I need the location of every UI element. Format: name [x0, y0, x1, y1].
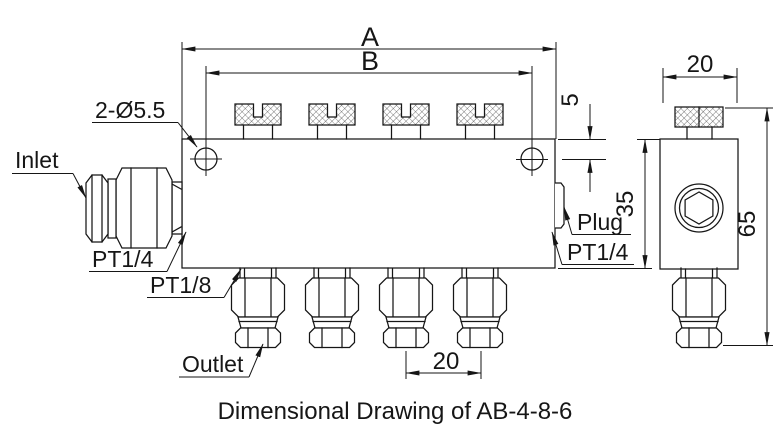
callout-plug: Plug — [563, 206, 631, 235]
knurled-cap-4 — [456, 103, 504, 140]
dimension-b: B — [205, 46, 533, 76]
side-body — [659, 138, 739, 270]
inlet-fitting — [85, 167, 183, 249]
side-view — [659, 106, 739, 349]
plug-label: Plug — [577, 209, 623, 235]
callout-plug-thread: PT1/4 — [551, 231, 634, 265]
dim-20-top-label: 20 — [687, 51, 714, 78]
knurled-cap-3 — [382, 103, 430, 140]
callout-outlet-thread: PT1/8 — [147, 268, 242, 298]
manifold-body — [181, 138, 556, 269]
plug-thread-label: PT1/4 — [567, 239, 629, 265]
outlet-fitting-1 — [230, 267, 286, 349]
mounting-hole-right — [516, 66, 548, 176]
dimension-65: 65 — [723, 107, 773, 347]
callout-outlet: Outlet — [179, 343, 264, 378]
dim-35-label: 35 — [612, 191, 639, 218]
knurled-cap-1 — [234, 103, 282, 140]
dim-20-bottom-label: 20 — [433, 348, 460, 375]
dimension-a: A — [181, 22, 557, 139]
outlet-label: Outlet — [182, 351, 244, 377]
plug-boss — [555, 182, 565, 229]
inlet-label: Inlet — [15, 147, 59, 173]
dimension-5: 5 — [557, 93, 606, 192]
hex-socket-plug — [674, 183, 724, 233]
dim-a-label: A — [361, 22, 379, 52]
hole-callout-label: 2-Ø5.5 — [95, 97, 165, 123]
callout-inlet: Inlet — [12, 147, 87, 199]
dimension-35: 35 — [558, 138, 660, 270]
dimension-20-top: 20 — [662, 51, 738, 103]
mounting-hole-left — [190, 66, 222, 176]
outlet-fitting-3 — [378, 267, 434, 349]
outlet-fitting-2 — [304, 267, 360, 349]
callout-inlet-thread: PT1/4 — [89, 231, 187, 272]
dim-b-label: B — [361, 46, 379, 76]
inlet-thread-label: PT1/4 — [92, 246, 154, 272]
dim-5-label: 5 — [557, 93, 584, 106]
side-knurled-cap — [674, 106, 724, 140]
callout-hole: 2-Ø5.5 — [92, 97, 198, 148]
dimension-20-bottom: 20 — [405, 348, 482, 379]
outlet-fitting-4 — [452, 267, 508, 349]
front-view — [85, 66, 565, 349]
side-outlet-fitting — [671, 267, 727, 349]
drawing-caption: Dimensional Drawing of AB-4-8-6 — [218, 398, 573, 425]
knurled-cap-2 — [308, 103, 356, 140]
outlet-thread-label: PT1/8 — [150, 272, 211, 298]
dim-65-label: 65 — [734, 211, 761, 238]
